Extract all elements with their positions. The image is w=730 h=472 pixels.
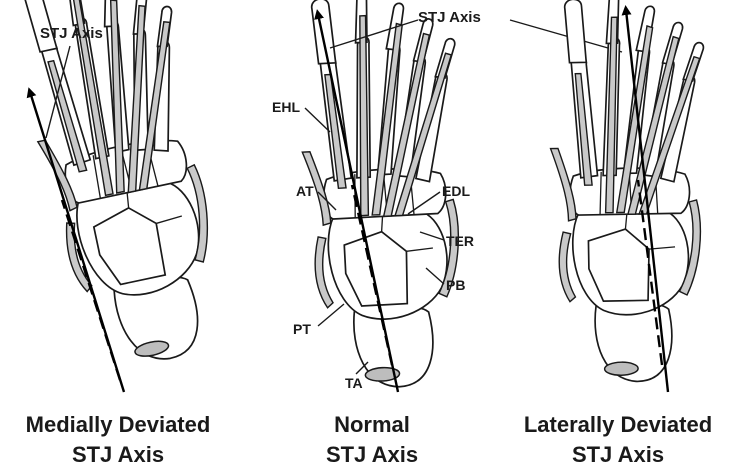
label-pb: PB <box>446 277 465 293</box>
caption-center-line2: STJ Axis <box>326 442 418 467</box>
label-edl: EDL <box>442 183 470 199</box>
caption-left-line2: STJ Axis <box>72 442 164 467</box>
label-ter: TER <box>446 233 474 249</box>
caption-center-line1: Normal <box>334 412 410 437</box>
top-stj-axis-label: STJ Axis <box>418 9 481 26</box>
right-foot <box>548 0 709 383</box>
caption-right-line2: STJ Axis <box>572 442 664 467</box>
label-ta: TA <box>345 375 363 391</box>
label-ehl: EHL <box>272 99 300 115</box>
left-stj-axis-label: STJ Axis <box>40 25 103 42</box>
leader-pt <box>318 304 344 326</box>
caption-left-line1: Medially Deviated <box>26 412 211 437</box>
top-label-leader-left <box>330 20 418 48</box>
caption-right-line1: Laterally Deviated <box>524 412 712 437</box>
label-at: AT <box>296 183 314 199</box>
left-foot <box>5 0 242 376</box>
label-pt: PT <box>293 321 311 337</box>
